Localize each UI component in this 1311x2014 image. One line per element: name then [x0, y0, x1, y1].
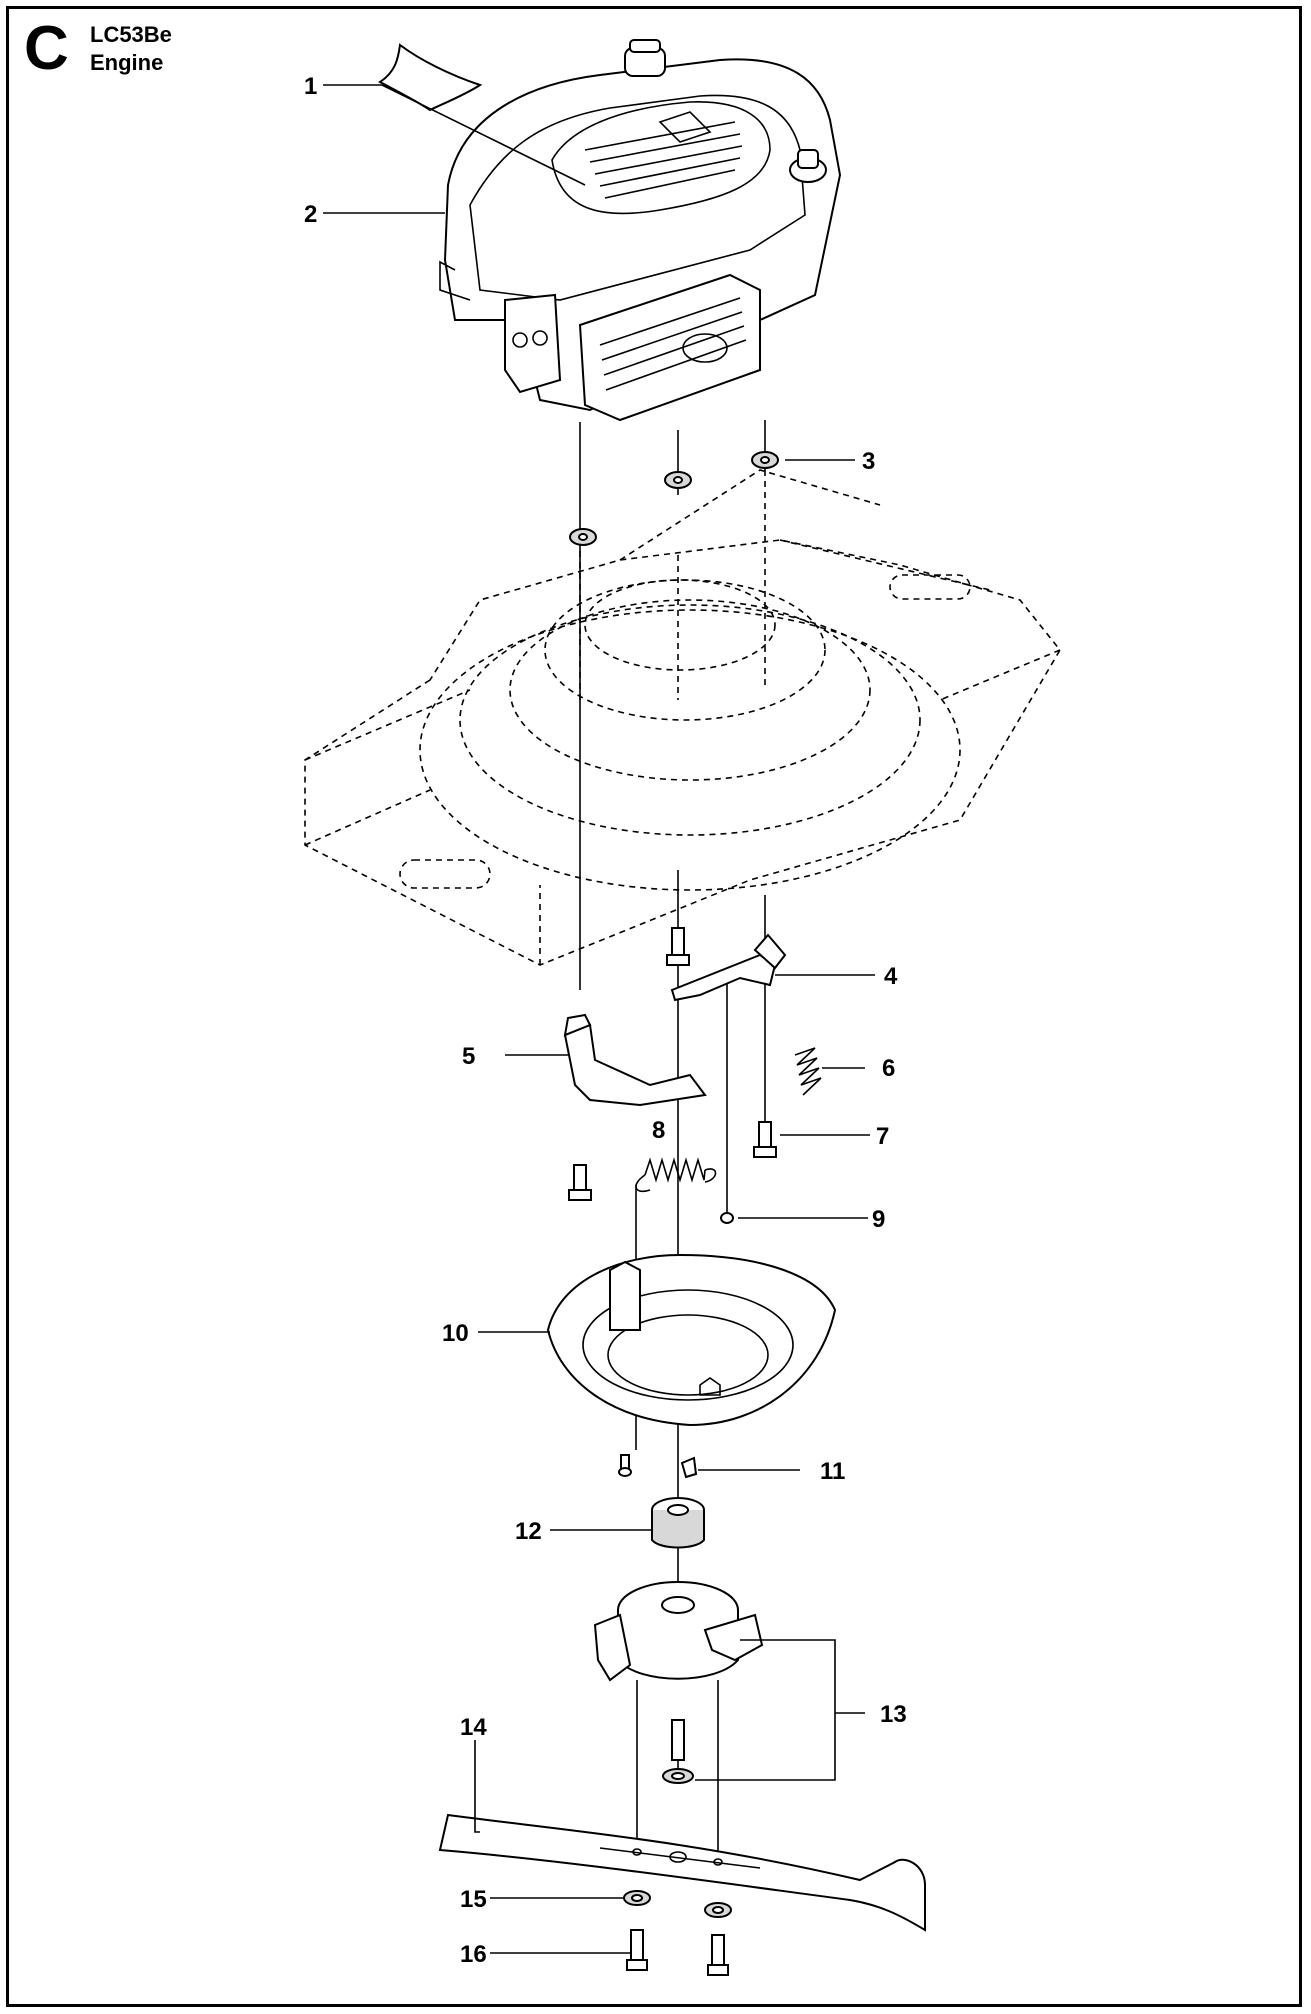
spacer: [651, 1497, 705, 1549]
leader-lines: [323, 84, 875, 1954]
callout-12: 12: [515, 1518, 542, 1545]
callout-14: 14: [460, 1714, 487, 1741]
blade-bolt: [662, 1719, 694, 1784]
callout-8: 8: [652, 1117, 665, 1144]
callout-10: 10: [442, 1320, 469, 1347]
callout-5: 5: [462, 1043, 475, 1070]
callout-2: 2: [304, 201, 317, 228]
brake-lever: [670, 933, 787, 1002]
small-screw: [720, 1212, 734, 1224]
blade-washers-bolts: [623, 1890, 732, 1976]
callout-7: 7: [876, 1123, 889, 1150]
callout-4: 4: [884, 963, 898, 990]
section-name: Engine: [90, 50, 164, 75]
housing-screw: [618, 1454, 632, 1477]
page-frame: [6, 6, 1302, 2007]
callout-6: 6: [882, 1055, 895, 1082]
callout-16: 16: [460, 1941, 487, 1968]
mower-deck-outline: [304, 469, 1061, 966]
callout-labels: 1 2 3 4 5 6 7 8 9 10 11 12 13 14 15 16: [304, 73, 907, 1968]
blade-housing: [546, 1253, 837, 1427]
section-letter: C: [24, 14, 69, 83]
springs: [635, 1047, 822, 1193]
model-code: LC53Be: [90, 22, 172, 47]
bracket: [563, 1013, 707, 1107]
callout-13: 13: [880, 1701, 907, 1728]
callout-1: 1: [304, 73, 317, 100]
blade-brake-clutch: [593, 1581, 764, 1682]
callout-3: 3: [862, 448, 875, 475]
deck-bolts: [568, 927, 777, 1201]
decal: [378, 43, 483, 112]
engine-mount-washers: [569, 451, 779, 546]
callout-11: 11: [820, 1458, 845, 1485]
callout-15: 15: [460, 1886, 487, 1913]
callout-9: 9: [872, 1206, 885, 1233]
engine-unit: [439, 39, 842, 422]
shaft-key: [680, 1456, 698, 1479]
cutting-blade: [438, 1813, 926, 1932]
